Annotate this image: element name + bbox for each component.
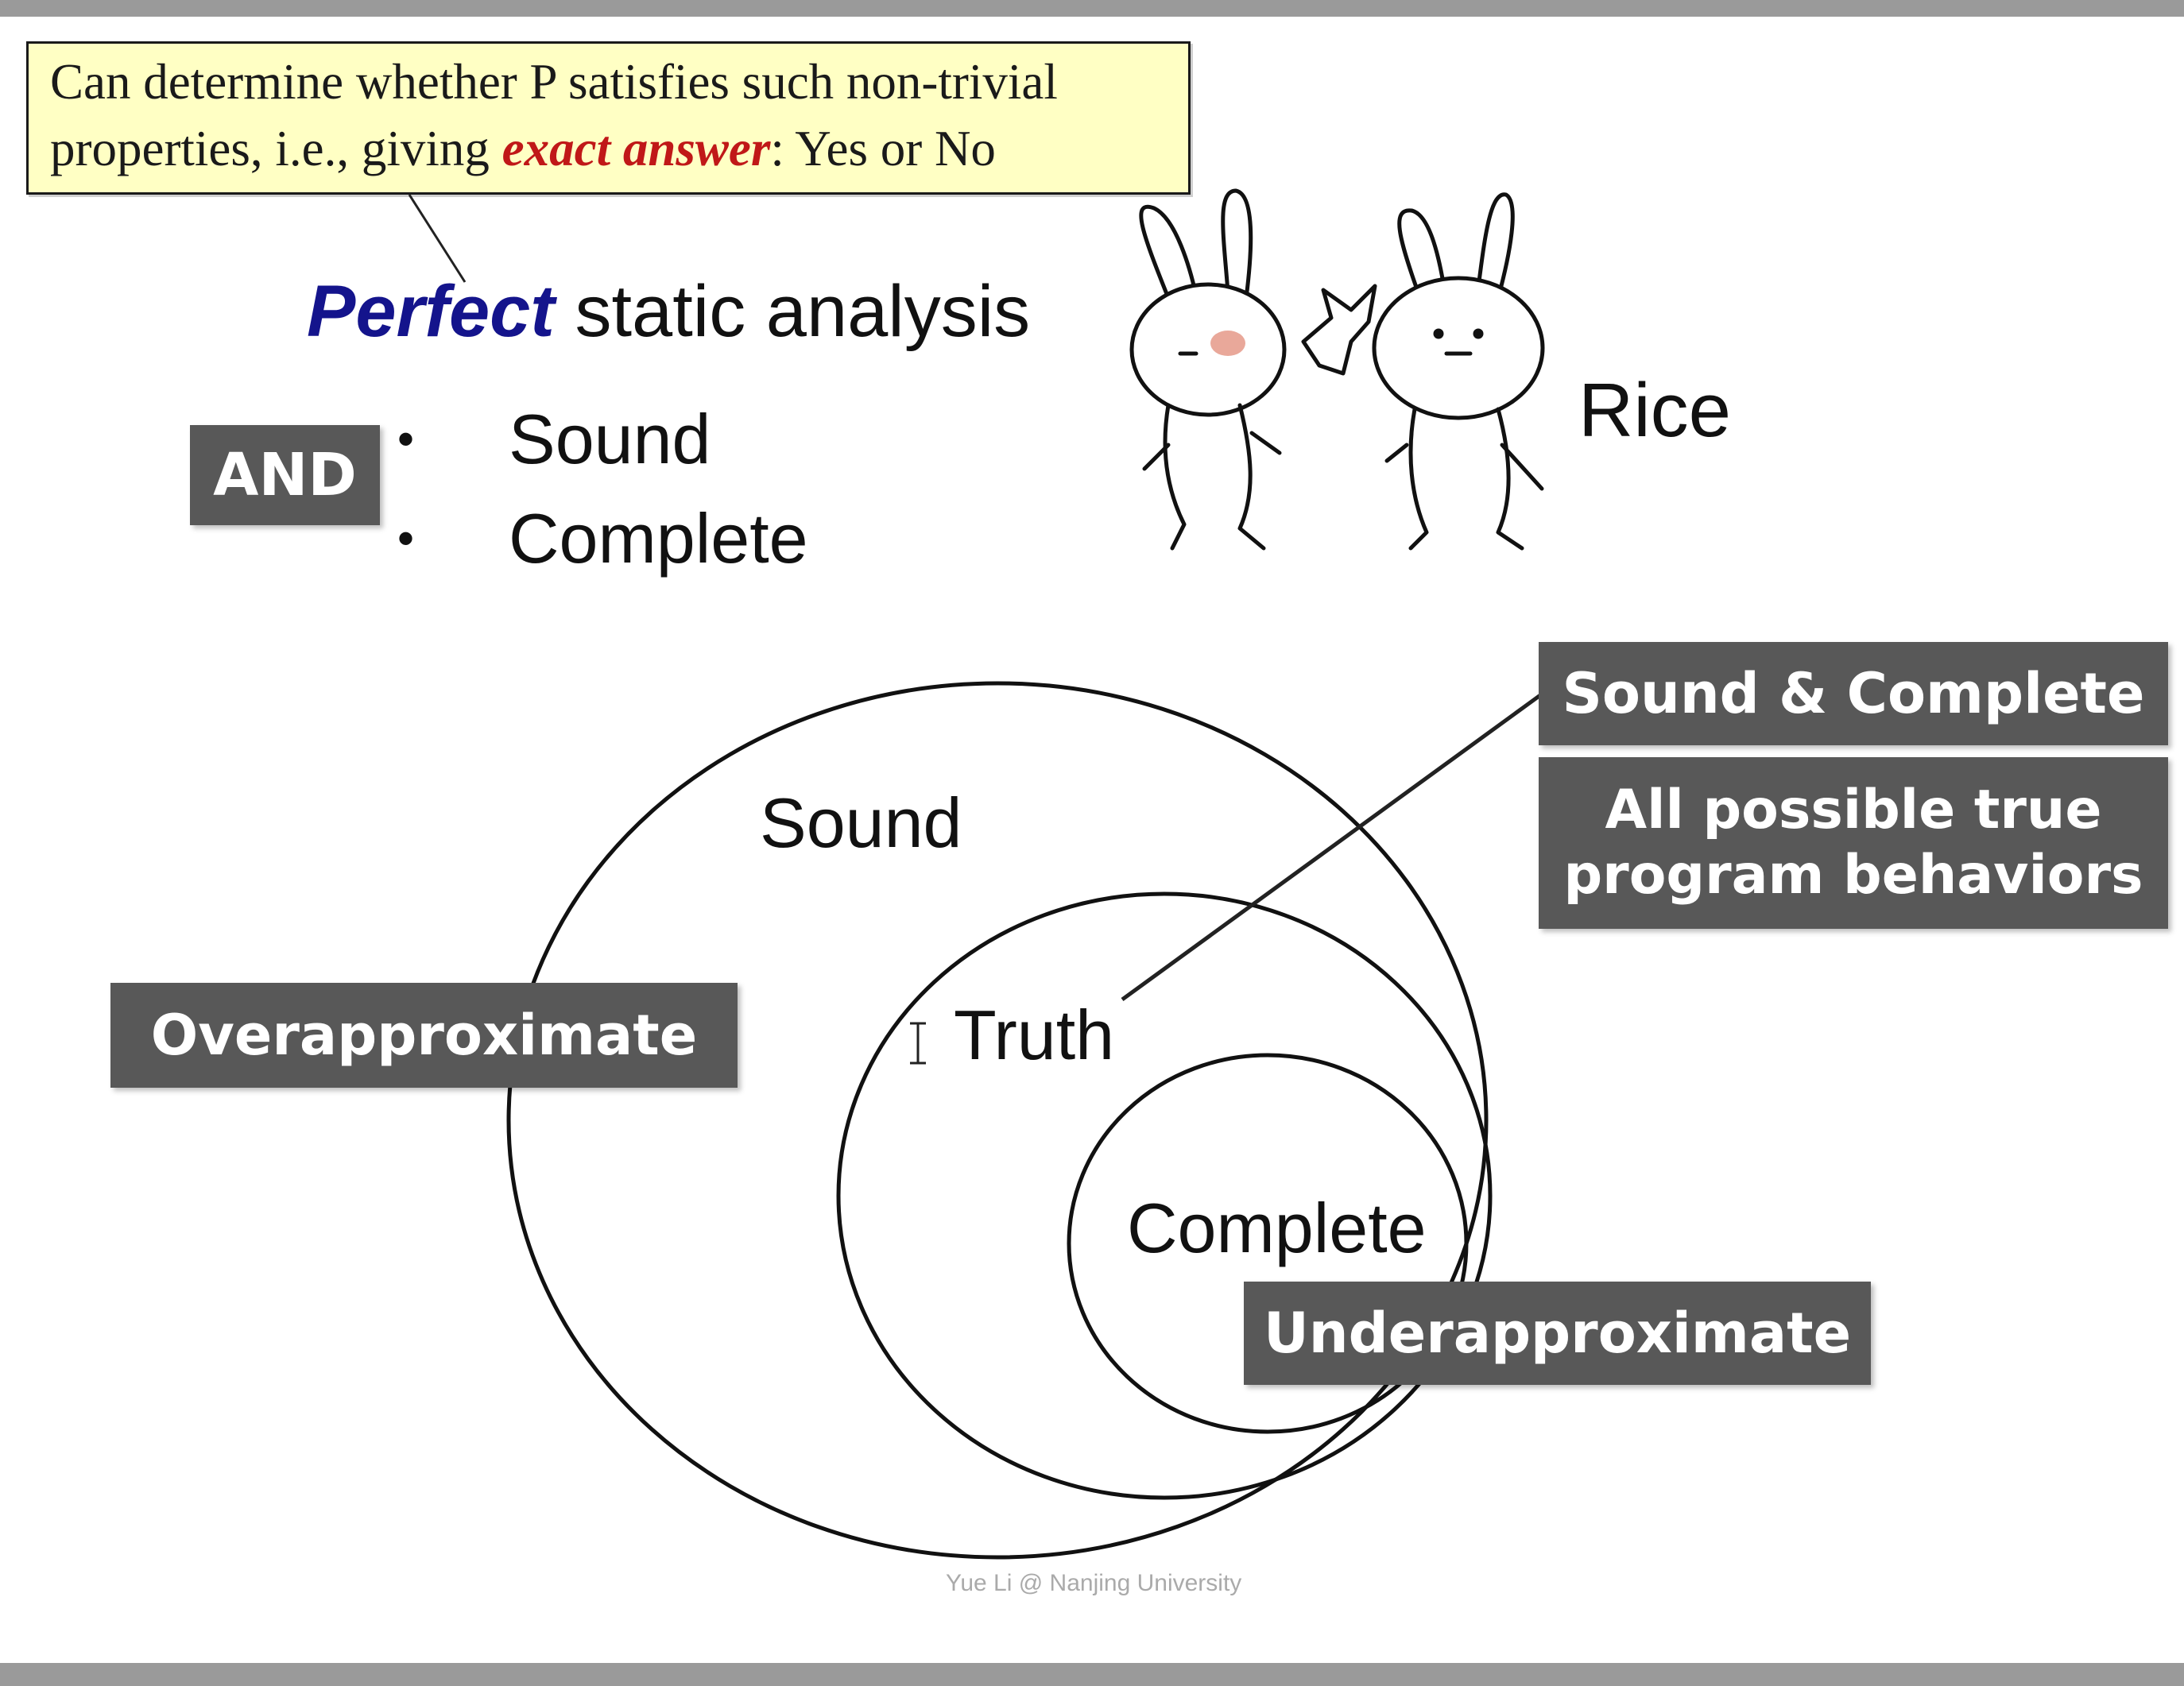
complete-circle <box>1067 1053 1469 1434</box>
rabbits-illustration-icon <box>1129 188 1545 551</box>
truth-desc-line-2: program behaviors <box>1563 844 2143 907</box>
perfect-word: Perfect <box>307 271 555 352</box>
bullet-item-sound: • Sound <box>397 389 808 489</box>
page-heading: Perfect static analysis <box>307 270 1030 354</box>
rice-label: Rice <box>1578 368 1732 453</box>
bottom-frame-bar <box>0 1663 2184 1686</box>
sound-complete-pointer-line <box>1121 693 1542 1002</box>
truth-description-tag: All possible true program behaviors <box>1539 757 2168 929</box>
overapproximate-tag: Overapproximate <box>110 983 738 1088</box>
callout-line-1: Can determine whether P satisfies such n… <box>50 54 1058 110</box>
complete-region-label: Complete <box>1127 1189 1427 1267</box>
callout-line-2-suffix: : Yes or No <box>770 121 996 176</box>
definition-callout: Can determine whether P satisfies such n… <box>26 41 1191 195</box>
underapproximate-tag: Underapproximate <box>1244 1282 1871 1385</box>
sound-complete-tag: Sound & Complete <box>1539 642 2168 745</box>
bullet-label: Complete <box>509 498 808 578</box>
and-tag: AND <box>190 425 380 525</box>
sound-region-label: Sound <box>760 783 962 862</box>
top-frame-bar <box>0 0 2184 17</box>
bullet-dot-icon: • <box>397 412 415 466</box>
text-cursor-icon <box>910 1022 926 1065</box>
exact-answer-emphasis: exact answer <box>501 121 771 176</box>
property-bullet-list: • Sound • Complete <box>397 389 808 588</box>
callout-pointer-line <box>408 194 467 283</box>
bullet-item-complete: • Complete <box>397 489 808 588</box>
truth-region-label: Truth <box>954 996 1115 1074</box>
truth-circle <box>836 891 1493 1500</box>
heading-rest: static analysis <box>554 271 1031 352</box>
truth-desc-line-1: All possible true <box>1605 779 2102 841</box>
footer-credit: Yue Li @ Nanjing University <box>946 1570 1242 1596</box>
callout-line-2: properties, i.e., giving exact answer: Y… <box>50 115 1188 182</box>
callout-line-2-prefix: properties, i.e., giving <box>50 121 502 176</box>
sound-circle <box>506 681 1489 1560</box>
bullet-dot-icon: • <box>397 512 415 565</box>
bullet-label: Sound <box>509 399 711 478</box>
